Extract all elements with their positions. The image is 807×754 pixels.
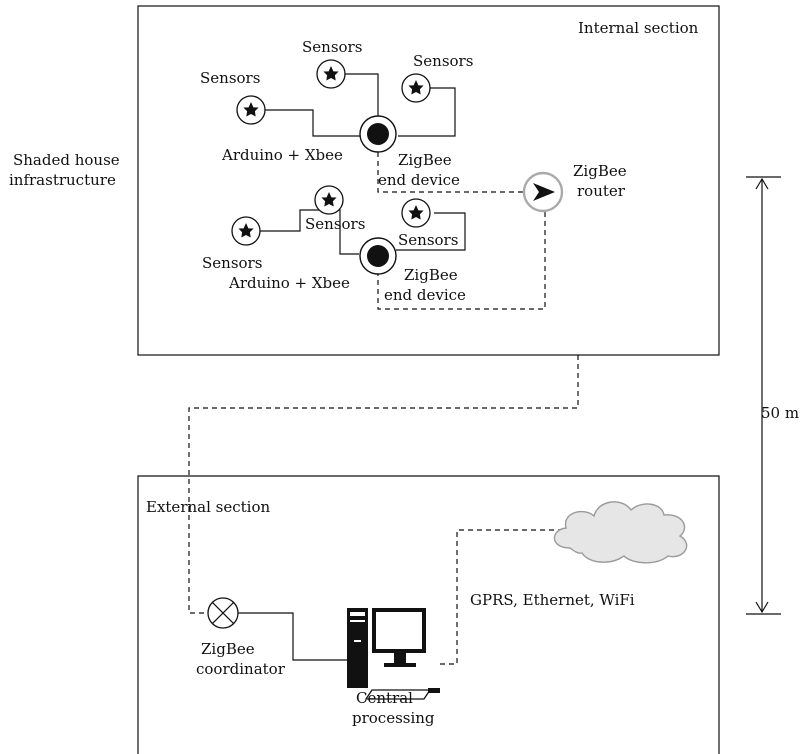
sensor-icon <box>401 198 431 228</box>
internal-section-label: Internal section <box>578 19 699 37</box>
sensors-label: Sensors <box>398 231 458 249</box>
link-router-coordinator <box>188 355 579 614</box>
sensors-label: Sensors <box>305 215 365 233</box>
router-label-line2: router <box>577 182 626 200</box>
end-device-icon <box>359 115 397 153</box>
arduino-xbee-label: Arduino + Xbee <box>228 274 350 292</box>
sensors-label: Sensors <box>302 38 362 56</box>
sensor-icon <box>231 216 261 246</box>
link-sensor-left-upper <box>253 109 360 137</box>
sensor-icon <box>236 95 266 125</box>
arduino-xbee-label: Arduino + Xbee <box>221 146 343 164</box>
link-sensor-right-upper <box>398 87 456 137</box>
central-processing-label-line1: Central <box>356 689 413 707</box>
link-coordinator-computer <box>238 612 347 661</box>
computer-icon <box>347 608 440 700</box>
link-upper-end-device-router <box>377 152 524 193</box>
distance-indicator <box>746 176 781 615</box>
infrastructure-label-line2: infrastructure <box>9 171 116 189</box>
router-icon <box>522 171 564 213</box>
sensors-label: Sensors <box>413 52 473 70</box>
link-lower-end-device-router <box>377 210 546 310</box>
link-computer-cloud <box>440 529 560 665</box>
coordinator-label-line2: coordinator <box>196 660 286 678</box>
end-device-label-line2: end device <box>378 171 460 189</box>
cloud-icon <box>553 501 688 564</box>
sensor-icon <box>316 59 346 89</box>
external-section-label: External section <box>146 498 270 516</box>
link-sensor-top-upper <box>345 73 379 117</box>
end-device-label-line1: ZigBee <box>404 266 458 284</box>
sensor-icon <box>314 185 344 215</box>
coordinator-icon <box>207 597 239 629</box>
router-label-line1: ZigBee <box>573 162 627 180</box>
link-sensor-right-lower <box>396 212 466 251</box>
sensor-icon <box>401 73 431 103</box>
sensors-label: Sensors <box>200 69 260 87</box>
infrastructure-label-line1: Shaded house <box>13 151 120 169</box>
external-section-box <box>137 475 720 754</box>
sensors-label: Sensors <box>202 254 262 272</box>
central-processing-label-line2: processing <box>352 709 435 727</box>
connectivity-label: GPRS, Ethernet, WiFi <box>470 591 635 609</box>
end-device-label-line2: end device <box>384 286 466 304</box>
end-device-label-line1: ZigBee <box>398 151 452 169</box>
distance-label: 50 m <box>761 404 799 422</box>
internal-section-box <box>137 5 720 356</box>
coordinator-label-line1: ZigBee <box>201 640 255 658</box>
end-device-icon <box>359 237 397 275</box>
